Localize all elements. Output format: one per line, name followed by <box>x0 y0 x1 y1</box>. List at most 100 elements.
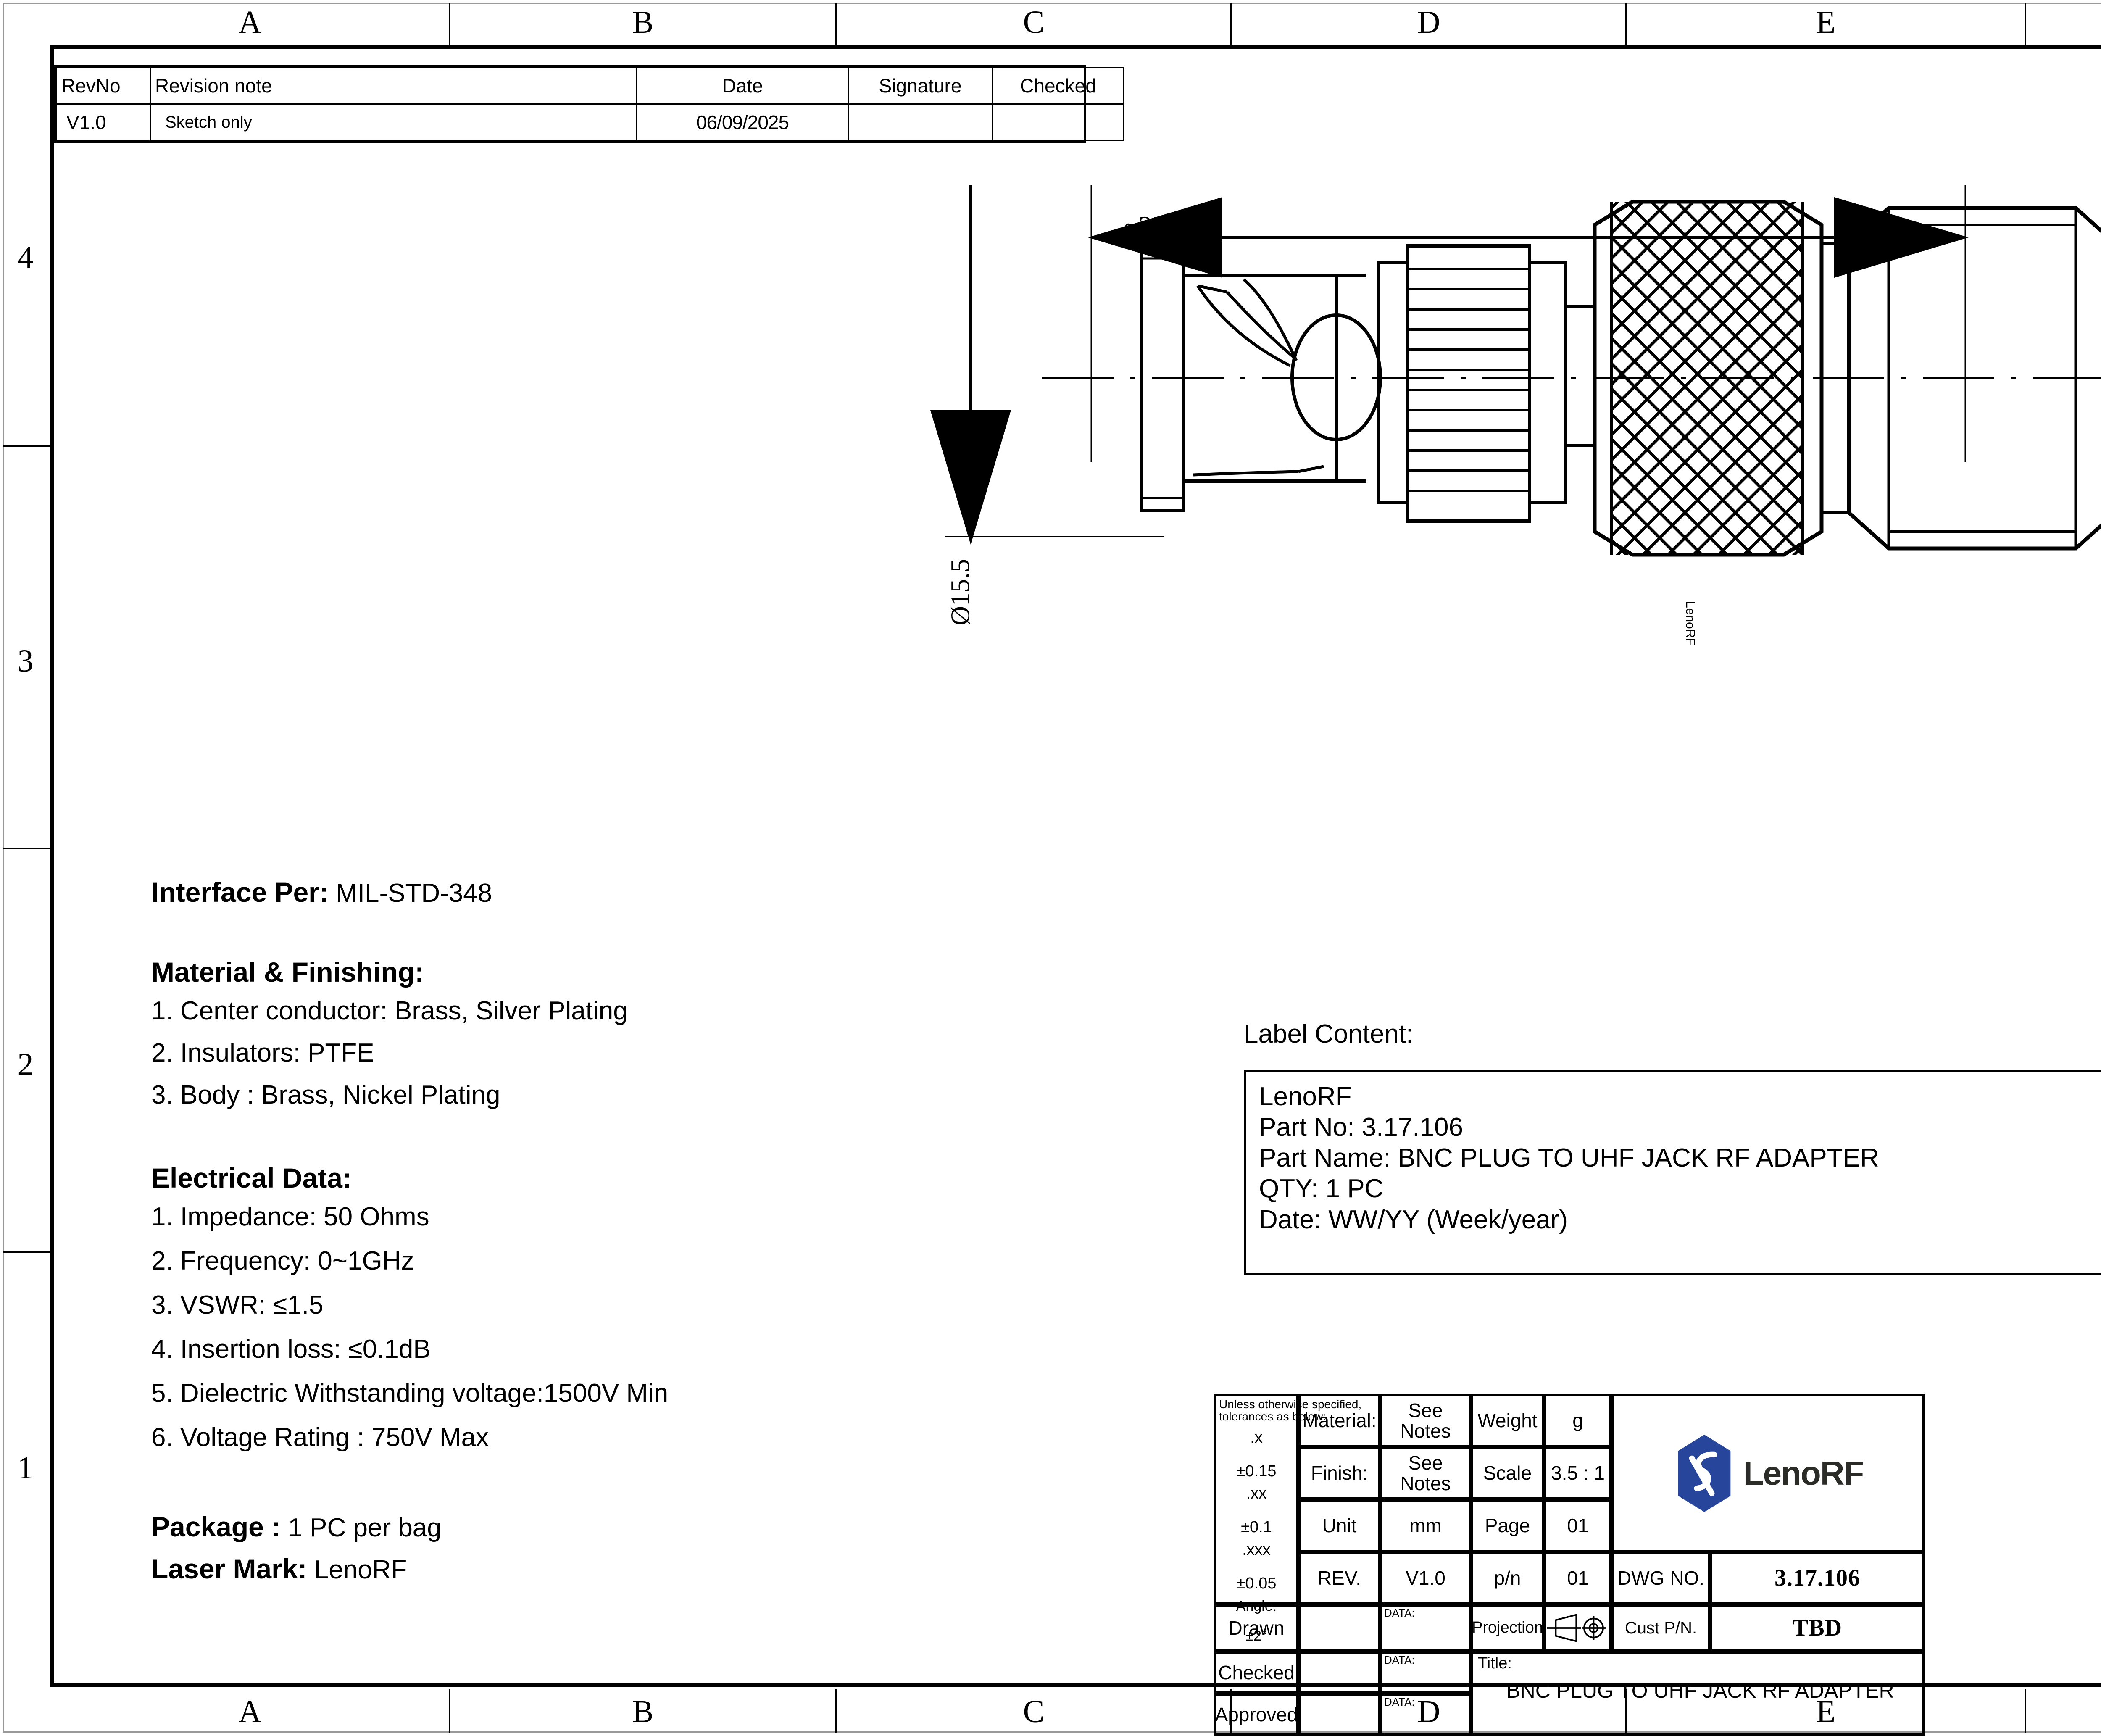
laser-mark-value: LenoRF <box>314 1555 407 1584</box>
zone-label-left-3: 3 <box>17 643 34 679</box>
checked-label-cell: Checked <box>1214 1652 1298 1694</box>
zone-label-top-C: C <box>1023 5 1045 40</box>
title-value: BNC PLUG TO UHF JACK RF ADAPTER <box>1506 1678 1894 1702</box>
rev-label-cell: REV. <box>1298 1552 1380 1604</box>
revision-header-date: Date <box>636 67 849 105</box>
zone-tick-bottom <box>2025 1689 2026 1733</box>
page-value-cell: 01 <box>1544 1499 1611 1552</box>
dwg-no-value-cell: 3.17.106 <box>1710 1552 1925 1604</box>
checked-date-cell: DATA: <box>1380 1652 1471 1694</box>
electrical-item-5: 5. Dielectric Withstanding voltage:1500V… <box>151 1379 669 1408</box>
weight-label-cell: Weight <box>1471 1394 1544 1447</box>
label-line-brand: LenoRF <box>1259 1082 1352 1111</box>
zone-tick-top <box>2025 3 2026 45</box>
electrical-item-4: 4. Insertion loss: ≤0.1dB <box>151 1335 431 1364</box>
material-heading: Material & Finishing: <box>151 958 424 986</box>
revision-cell-checked <box>992 103 1124 141</box>
tolerance-xxx-value: ±0.05 <box>1236 1574 1277 1592</box>
sheet-outer-border <box>3 3 2101 1733</box>
scale-value-cell: 3.5 : 1 <box>1544 1447 1611 1499</box>
electrical-heading-text: Electrical Data: <box>151 1162 352 1193</box>
zone-label-top-E: E <box>1816 5 1836 40</box>
tolerance-angle-value: ±2° <box>1245 1628 1267 1644</box>
logo-wordmark: LenoRF <box>1743 1454 1864 1492</box>
zone-tick-top <box>449 3 450 45</box>
unit-value-cell: mm <box>1380 1499 1471 1552</box>
first-angle-projection-icon <box>1547 1614 1606 1642</box>
overall-length-dimension: ~33.4 <box>1124 211 1186 240</box>
zone-label-bottom-D: D <box>1417 1694 1440 1729</box>
package-note: Package : 1 PC per bag <box>151 1513 442 1541</box>
tolerance-note-line-2: tolerances as below: <box>1219 1410 1327 1423</box>
data-tag: DATA: <box>1384 1696 1415 1708</box>
zone-label-left-4: 4 <box>17 240 34 275</box>
revision-header-revno: RevNo <box>56 67 151 105</box>
zone-label-bottom-A: A <box>238 1694 262 1729</box>
label-line-qty: QTY: 1 PC <box>1259 1174 1384 1204</box>
zone-label-bottom-B: B <box>632 1694 654 1729</box>
revision-cell-note: Sketch only <box>150 103 637 141</box>
scale-label-cell: Scale <box>1471 1447 1544 1499</box>
zone-label-top-A: A <box>238 5 262 40</box>
zone-tick-bottom <box>449 1689 450 1733</box>
material-heading-text: Material & Finishing: <box>151 956 424 988</box>
cust-pn-label-cell: Cust P/N. <box>1611 1604 1710 1652</box>
zone-tick-bottom <box>835 1689 837 1733</box>
zone-tick-left <box>3 1251 51 1253</box>
zone-tick-top <box>835 3 837 45</box>
sheet-drawing-frame <box>50 45 2101 1687</box>
interface-note: Interface Per: MIL-STD-348 <box>151 878 492 906</box>
zone-label-top-F: F <box>2025 4 2101 41</box>
tolerance-note-cell: Unless otherwise specified, tolerances a… <box>1214 1394 1362 1644</box>
pn-label-cell: p/n <box>1471 1552 1544 1604</box>
lenorf-hex-logo-icon <box>1678 1434 1730 1512</box>
unit-label-cell: Unit <box>1298 1499 1380 1552</box>
package-value: 1 PC per bag <box>288 1513 442 1542</box>
revision-header-signature: Signature <box>848 67 993 105</box>
material-item-2: 2. Insulators: PTFE <box>151 1038 374 1067</box>
package-label: Package : <box>151 1511 281 1542</box>
checked-name-cell <box>1298 1652 1380 1694</box>
zone-tick-top <box>1625 3 1627 45</box>
tolerance-xx-label: .xx <box>1246 1485 1267 1503</box>
label-line-date: Date: WW/YY (Week/year) <box>1259 1205 1568 1234</box>
projection-label-cell: Projection <box>1471 1604 1544 1652</box>
zone-tick-left <box>3 445 51 447</box>
revision-header-row: RevNo Revision note Date Signature Check… <box>56 67 1124 105</box>
cust-pn-value-cell: TBD <box>1710 1604 1925 1652</box>
drawn-name-cell <box>1298 1604 1380 1652</box>
diameter-dimension: Ø15.5 <box>945 559 975 626</box>
data-tag: DATA: <box>1384 1654 1415 1666</box>
zone-tick-left <box>3 848 51 849</box>
drawn-date-cell: DATA: <box>1380 1604 1471 1652</box>
finish-label-cell: Finish: <box>1298 1447 1380 1499</box>
tolerance-note-line-1: Unless otherwise specified, <box>1219 1398 1362 1411</box>
projection-symbol-cell <box>1544 1604 1611 1652</box>
zone-label-bottom-F: F <box>2025 1694 2101 1730</box>
dwg-no-label-cell: DWG NO. <box>1611 1552 1710 1604</box>
label-content-title: Label Content: <box>1244 1019 1414 1048</box>
title-cell: Title: BNC PLUG TO UHF JACK RF ADAPTER <box>1471 1652 1925 1736</box>
title-block: Unless otherwise specified, tolerances a… <box>1214 1394 2101 1736</box>
zone-label-bottom-E: E <box>1816 1694 1836 1729</box>
laser-mark-note: Laser Mark: LenoRF <box>151 1555 407 1583</box>
data-tag: DATA: <box>1384 1607 1415 1619</box>
material-value-cell: See Notes <box>1380 1394 1471 1447</box>
zone-label-left-2: 2 <box>17 1047 34 1082</box>
page-label-cell: Page <box>1471 1499 1544 1552</box>
revision-header-note: Revision note <box>150 67 637 105</box>
material-item-3: 3. Body : Brass, Nickel Plating <box>151 1080 500 1109</box>
electrical-item-2: 2. Frequency: 0~1GHz <box>151 1246 414 1275</box>
electrical-heading: Electrical Data: <box>151 1164 352 1192</box>
label-line-part-name: Part Name: BNC PLUG TO UHF JACK RF ADAPT… <box>1259 1143 1879 1173</box>
approved-date-cell: DATA: <box>1380 1694 1471 1736</box>
rev-value-cell: V1.0 <box>1380 1552 1471 1604</box>
title-label: Title: <box>1478 1654 1512 1672</box>
weight-value-cell: g <box>1544 1394 1611 1447</box>
zone-label-bottom-C: C <box>1023 1694 1045 1729</box>
drawn-label-cell: Drawn <box>1214 1604 1298 1652</box>
material-item-1: 1. Center conductor: Brass, Silver Plati… <box>151 996 628 1025</box>
electrical-item-1: 1. Impedance: 50 Ohms <box>151 1202 429 1231</box>
tolerance-xxx-label: .xxx <box>1242 1541 1271 1559</box>
revision-table: RevNo Revision note Date Signature Check… <box>54 65 1124 143</box>
